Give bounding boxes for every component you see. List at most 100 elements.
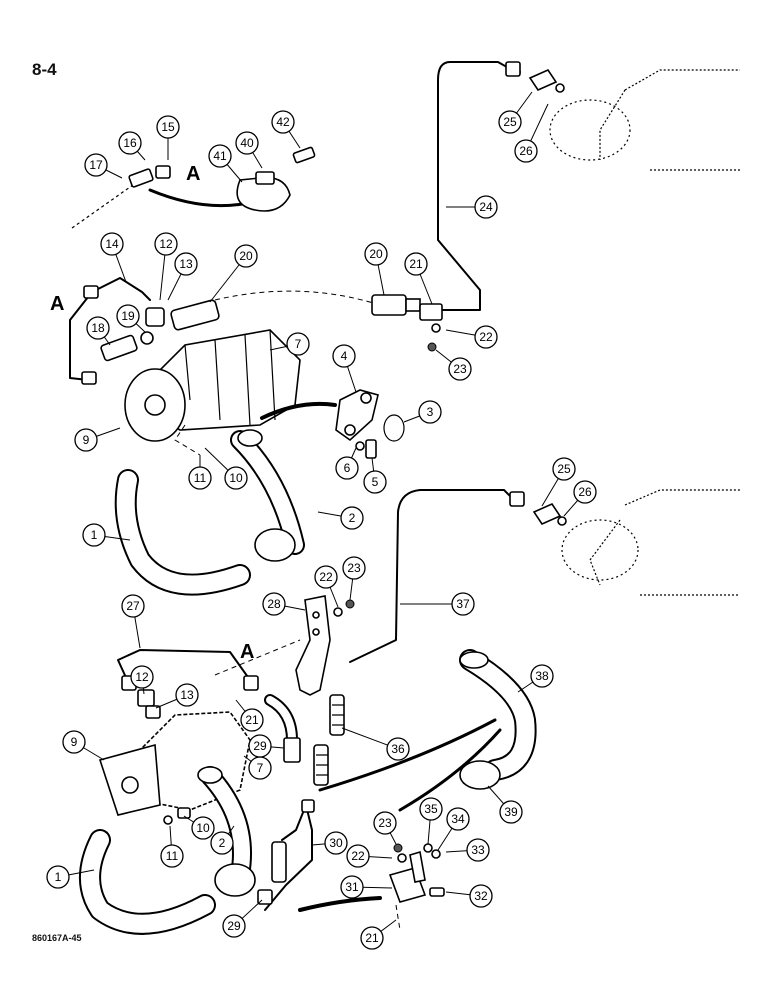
callout-number-19: 19	[121, 309, 135, 323]
hose-36	[313, 694, 345, 786]
callout-number-17: 17	[89, 158, 103, 172]
callout-number-29: 29	[227, 919, 241, 933]
callout-circle-10	[191, 816, 215, 840]
hose-clamp-2-upper	[254, 528, 296, 562]
callout-circle-18	[86, 316, 110, 340]
hose-38-end	[459, 651, 489, 669]
fitting-25-top	[528, 68, 565, 93]
callout-number-14: 14	[105, 237, 119, 251]
callout-circle-11	[188, 466, 212, 490]
fitting-25-26-mid	[532, 502, 567, 526]
callout-number-9: 9	[71, 735, 78, 749]
callout-number-12: 12	[159, 237, 173, 251]
callout-circle-39	[499, 800, 523, 824]
callout-circle-2	[340, 506, 364, 530]
callout-circle-14	[100, 232, 124, 256]
callout-number-26: 26	[578, 485, 592, 499]
callout-number-7: 7	[295, 337, 302, 351]
callout-circle-25	[498, 110, 522, 134]
dashed-line-28	[214, 639, 301, 676]
callout-circle-23	[342, 556, 366, 580]
fitting-20-right	[371, 294, 421, 316]
hose-2-lower-end	[197, 766, 223, 784]
callout-number-34: 34	[451, 812, 465, 826]
callout-circle-7	[286, 332, 310, 356]
pump-upper	[124, 329, 301, 456]
callout-number-29: 29	[253, 739, 267, 753]
callout-number-20: 20	[369, 247, 383, 261]
callout-number-37: 37	[456, 597, 470, 611]
callout-circle-37	[451, 592, 475, 616]
callout-number-21: 21	[245, 713, 259, 727]
washer-22-mid	[333, 607, 343, 617]
ref-letter-a-left: A	[50, 293, 64, 315]
callout-circle-26	[514, 139, 538, 163]
ref-letter-a-top: A	[186, 163, 200, 185]
bracket-28	[295, 595, 331, 696]
callout-number-18: 18	[91, 321, 105, 335]
callout-circle-3	[418, 400, 442, 424]
callout-number-21: 21	[409, 257, 423, 271]
callout-circle-21	[360, 926, 384, 950]
callout-circle-21	[404, 252, 428, 276]
callout-circle-1	[82, 523, 106, 547]
callout-circle-34	[446, 807, 470, 831]
hose-29-lower	[271, 841, 287, 883]
nut-37	[509, 491, 525, 507]
callout-circle-12	[154, 232, 178, 256]
nut-14-b	[81, 371, 97, 385]
callout-number-5: 5	[372, 475, 379, 489]
callout-circle-24	[474, 195, 498, 219]
callout-circle-6	[335, 456, 359, 480]
callout-circle-36	[386, 737, 410, 761]
callout-number-38: 38	[535, 669, 549, 683]
callout-circle-13	[175, 683, 199, 707]
callout-number-16: 16	[123, 136, 137, 150]
black-hose-a	[318, 718, 497, 792]
callout-circle-32	[469, 884, 493, 908]
black-line-upper	[260, 401, 337, 420]
callout-circle-40	[235, 131, 259, 155]
hose-2-end	[237, 429, 263, 447]
callout-number-20: 20	[239, 249, 253, 263]
callout-circle-31	[340, 875, 364, 899]
callout-number-15: 15	[161, 120, 175, 134]
control-valve-middle	[561, 489, 740, 596]
hose-clamp-39	[459, 760, 501, 790]
callout-circle-19	[116, 304, 140, 328]
nut-14-a	[83, 285, 99, 299]
hose-clamp-2-lower	[214, 863, 256, 897]
callout-circle-17	[84, 153, 108, 177]
callout-circle-29	[222, 914, 246, 938]
callout-number-35: 35	[424, 802, 438, 816]
callout-circle-5	[363, 470, 387, 494]
callout-circle-26	[573, 480, 597, 504]
bolt-5-6	[355, 439, 377, 459]
callout-number-27: 27	[126, 599, 140, 613]
callout-number-32: 32	[474, 889, 488, 903]
bolt-10-11-lower	[163, 807, 191, 825]
callout-number-41: 41	[213, 149, 227, 163]
callout-circle-11	[160, 844, 184, 868]
nut-30	[301, 799, 315, 813]
tube-24	[437, 61, 513, 311]
callout-number-11: 11	[166, 849, 179, 863]
callout-number-22: 22	[351, 849, 365, 863]
callout-number-1: 1	[55, 870, 62, 884]
callout-circle-38	[530, 664, 554, 688]
callout-number-42: 42	[276, 115, 290, 129]
fitting-group-15-17	[71, 165, 171, 229]
callout-circle-2	[210, 831, 234, 855]
control-valve-top	[549, 69, 740, 171]
ref-letter-a-mid: A	[240, 641, 254, 663]
callout-number-40: 40	[240, 136, 254, 150]
black-hose-b	[398, 728, 502, 812]
tube-14	[69, 277, 151, 381]
callout-circle-1	[46, 865, 70, 889]
callout-number-33: 33	[471, 843, 485, 857]
fitting-12-13-lower	[137, 689, 161, 719]
callout-number-22: 22	[319, 570, 333, 584]
fitting-40-42	[255, 146, 316, 185]
callout-circle-12	[130, 665, 154, 689]
callout-number-10: 10	[229, 471, 243, 485]
